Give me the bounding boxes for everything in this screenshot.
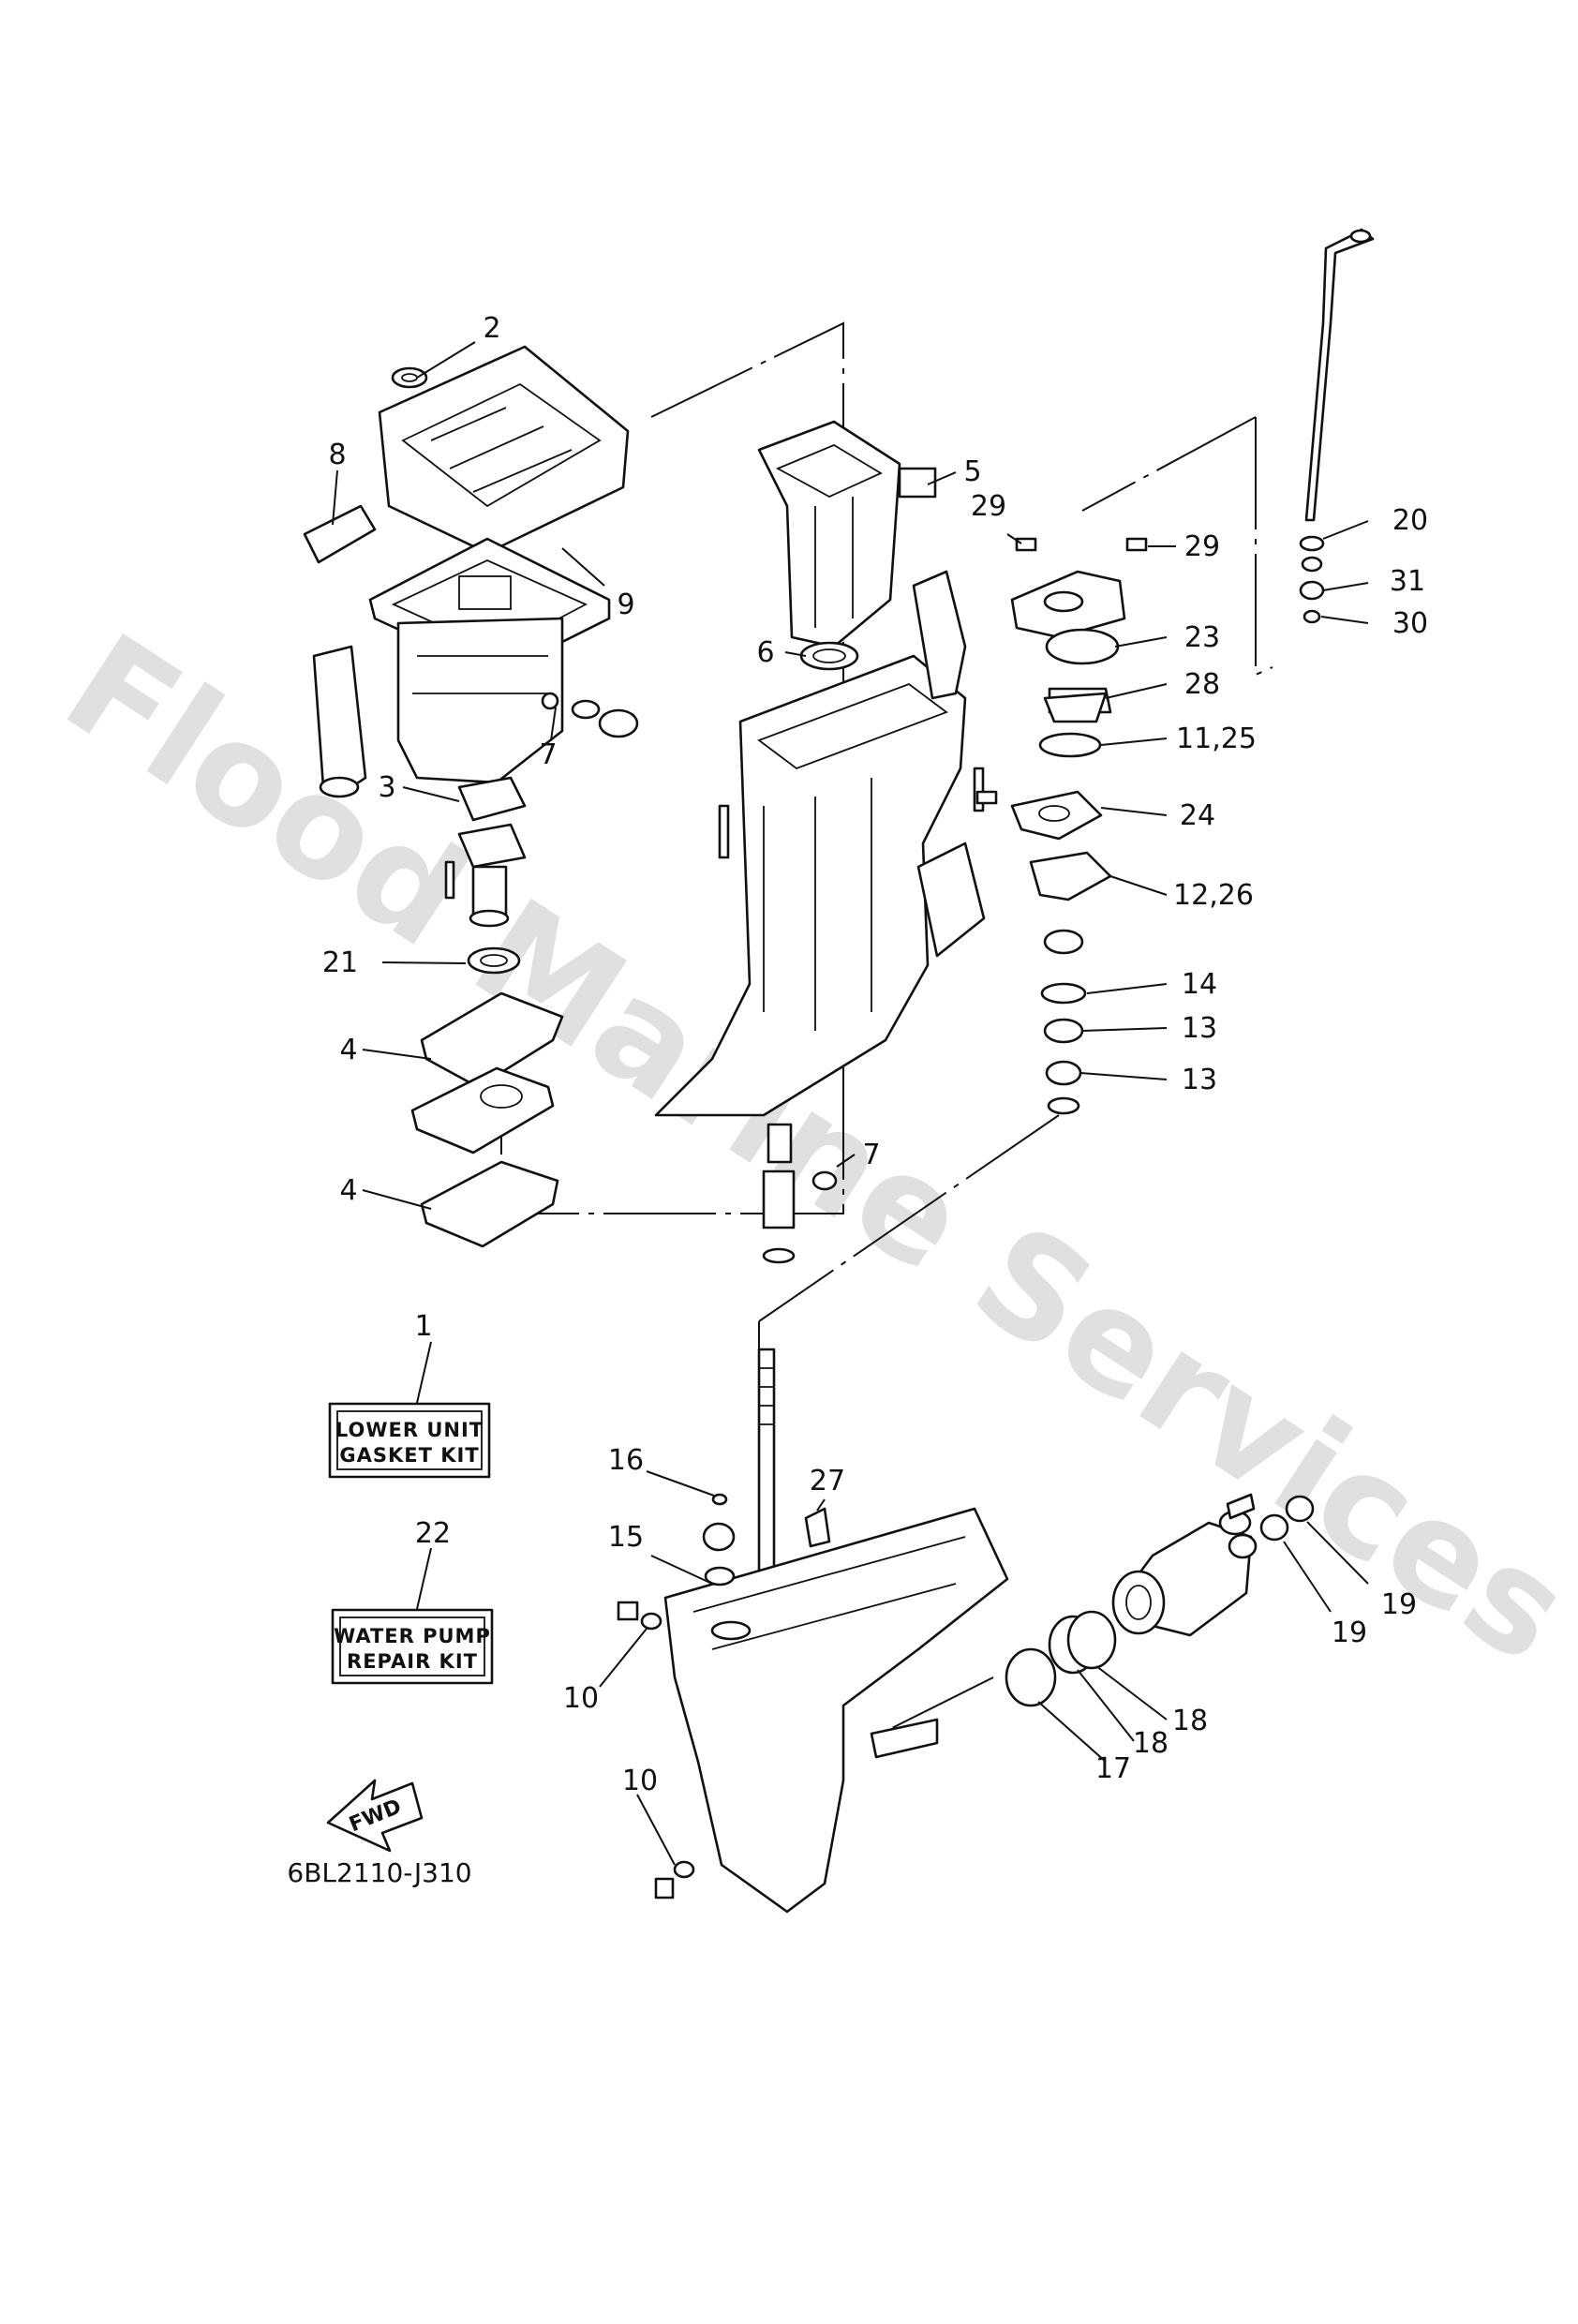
fwd-arrow-icon: FWD <box>326 1779 424 1853</box>
callout: 29 <box>1184 530 1220 563</box>
callout: 5 <box>963 455 981 488</box>
callout: 10 <box>622 1765 658 1797</box>
callout: 14 <box>1182 968 1217 1001</box>
callout: 13 <box>1182 1012 1217 1045</box>
callout: 18 <box>1172 1705 1208 1737</box>
oil-pan <box>396 617 564 784</box>
small-fasteners-left <box>444 692 639 900</box>
callout: 7 <box>539 738 557 771</box>
pump-kit-line1: WATER PUMP <box>334 1625 491 1647</box>
gasket-kit-line2: GASKET KIT <box>339 1444 479 1467</box>
pump-housing <box>1010 570 1126 1115</box>
leader-lines <box>332 341 1369 1866</box>
callout: 12,26 <box>1173 879 1254 912</box>
drive-shaft-bushing <box>762 1123 838 1264</box>
pump-kit-box: 22 WATER PUMP REPAIR KIT <box>331 1517 494 1685</box>
callout: 8 <box>328 439 346 471</box>
callout: 11,25 <box>1176 723 1257 755</box>
gaskets-stack <box>410 991 564 1248</box>
callout: 30 <box>1392 607 1428 640</box>
callout-1: 1 <box>414 1310 432 1343</box>
pump-bolts <box>975 537 1148 805</box>
callout: 18 <box>1133 1727 1169 1760</box>
callout: 23 <box>1184 621 1220 654</box>
callout: 27 <box>810 1465 845 1497</box>
callout: 28 <box>1184 668 1220 701</box>
gasket-kit-box: 1 LOWER UNIT GASKET KIT <box>328 1310 491 1479</box>
callout: 4 <box>339 1174 357 1207</box>
callout: 10 <box>563 1682 599 1715</box>
callout: 9 <box>617 588 634 621</box>
callout: 29 <box>971 490 1006 523</box>
water-pipe-adapter <box>457 776 527 975</box>
grommets-right <box>1299 535 1325 624</box>
callout: 7 <box>862 1139 880 1171</box>
callout: 16 <box>608 1444 644 1477</box>
callout: 21 <box>322 946 358 979</box>
callout: 3 <box>378 771 395 804</box>
callout: 13 <box>1182 1064 1217 1096</box>
gear-case <box>663 1507 1009 1914</box>
callout: 24 <box>1180 799 1215 832</box>
callout: 31 <box>1390 565 1425 598</box>
callout: 20 <box>1392 504 1428 537</box>
propeller-shaft-housing <box>1111 1521 1258 1637</box>
callout: 2 <box>483 312 500 345</box>
callout: 6 <box>756 636 774 669</box>
callout: 4 <box>339 1034 357 1066</box>
diagram-code: 6BL2110-J310 <box>287 1857 471 1888</box>
bracket-plate <box>912 570 967 700</box>
drive-shaft <box>757 1348 776 1604</box>
callout-22: 22 <box>415 1517 451 1550</box>
gasket-kit-line1: LOWER UNIT <box>335 1419 484 1441</box>
exhaust-guide <box>378 345 630 555</box>
callout: 17 <box>1095 1752 1131 1785</box>
callout: 15 <box>608 1521 644 1554</box>
lower-small-parts <box>617 1493 1256 1899</box>
o-rings-lower <box>1005 1495 1315 1707</box>
callout: 19 <box>1381 1588 1417 1621</box>
pump-kit-line2: REPAIR KIT <box>347 1650 478 1673</box>
upper-casing <box>757 420 937 671</box>
callout: 19 <box>1332 1616 1367 1649</box>
callout-labels: 2 8 9 7 3 21 4 4 5 29 29 20 31 30 6 23 2… <box>322 312 1428 1797</box>
exhaust-pipe-left <box>303 504 377 798</box>
water-tube <box>1304 228 1375 522</box>
